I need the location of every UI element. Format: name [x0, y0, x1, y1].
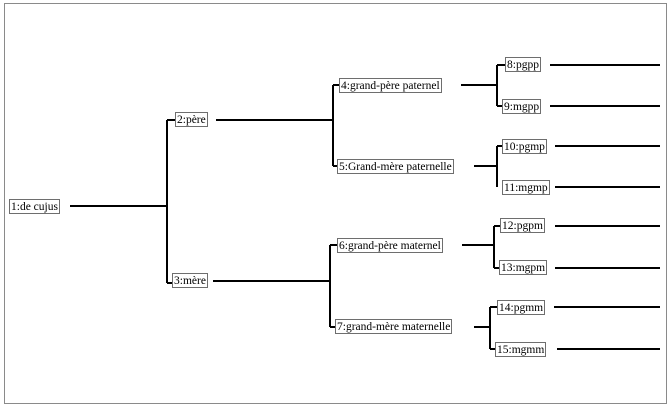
- node-mgmm: 15:mgmm: [495, 342, 547, 357]
- edge-4-8-9: [461, 64, 505, 107]
- node-mere: 3:mère: [172, 273, 208, 288]
- node-pgmm: 14:pgmm: [497, 300, 546, 315]
- node-de-cujus: 1:de cujus: [9, 199, 60, 214]
- node-mgmp: 11:mgmp: [502, 180, 550, 195]
- node-pere: 2:père: [175, 112, 208, 127]
- node-pgpm: 12:pgpm: [500, 218, 545, 233]
- node-grand-mere-maternelle: 7:grand-mère maternelle: [335, 319, 453, 334]
- edge-3-6-7: [213, 244, 337, 328]
- edge-7-14-15: [474, 306, 497, 350]
- edge-1-2-3: [70, 119, 175, 284]
- node-grand-pere-maternel: 6:grand-père maternel: [337, 238, 443, 253]
- node-pgmp: 10:pgmp: [502, 139, 547, 154]
- node-pgpp: 8:pgpp: [505, 57, 541, 72]
- node-mgpm: 13:mgpm: [499, 260, 548, 275]
- edge-2-4-5: [216, 84, 339, 167]
- edge-6-12-13: [462, 225, 500, 269]
- node-grand-pere-paternel: 4:grand-père paternel: [339, 78, 442, 93]
- edge-5-10-11: [474, 145, 502, 187]
- node-mgpp: 9:mgpp: [502, 99, 542, 114]
- node-grand-mere-paternelle: 5:Grand-mère paternelle: [337, 159, 454, 174]
- diagram-frame: [4, 3, 667, 404]
